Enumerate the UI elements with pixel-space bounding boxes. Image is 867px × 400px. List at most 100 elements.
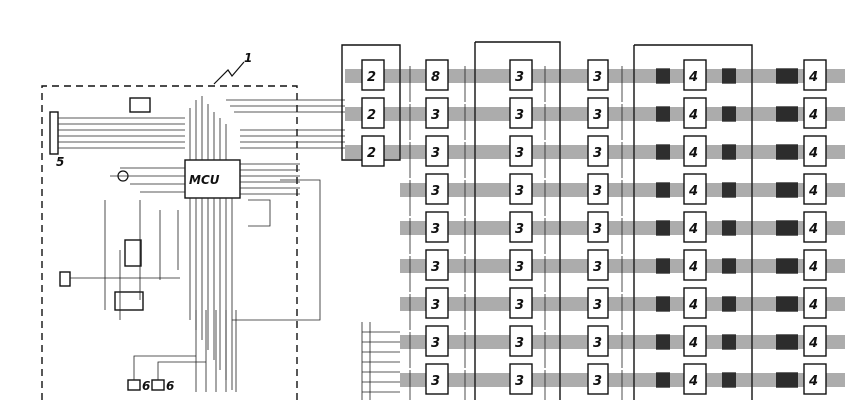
col-4b-module-1: 4	[803, 97, 827, 129]
row-feed-4	[409, 218, 623, 254]
col-3b-module-1: 3	[509, 97, 533, 129]
col-4a-label-1: 4	[688, 108, 698, 123]
aux-wiring	[70, 200, 180, 320]
crystal	[117, 170, 129, 182]
col-4b-label-3: 4	[808, 184, 818, 199]
row-bus-7	[400, 335, 845, 349]
row-feed-3	[409, 180, 623, 216]
col-2-module-0: 2	[361, 59, 385, 91]
controller-boundary	[41, 85, 298, 400]
col-2-module-2: 2	[361, 135, 385, 167]
col-3a-module-3: 3	[425, 173, 449, 205]
connector-5-lines	[58, 117, 185, 149]
col-3c-module-5: 3	[587, 249, 609, 281]
stripe-block-8-2	[776, 372, 798, 388]
row-feed-0	[409, 66, 623, 102]
col-3c-module-1: 3	[587, 97, 609, 129]
ref-5-label: 5	[56, 155, 64, 169]
col-4a-module-0: 4	[683, 59, 707, 91]
col-4b-module-8: 4	[803, 363, 827, 395]
col-4b-module-5: 4	[803, 249, 827, 281]
stripe-block-4-2	[776, 220, 798, 236]
ref-6a-label: 6	[142, 379, 150, 393]
row-feed-6	[409, 294, 623, 330]
stripe-block-3-2	[776, 182, 798, 198]
col-4a-module-6: 4	[683, 287, 707, 319]
col-3b-module-4: 3	[509, 211, 533, 243]
stripe-block-2-1	[722, 144, 736, 160]
col-3b-module-3: 3	[509, 173, 533, 205]
row-bus-3	[400, 183, 845, 197]
col-4a-module-3: 4	[683, 173, 707, 205]
col-3b-module-8: 3	[509, 363, 533, 395]
col-4a-module-4: 4	[683, 211, 707, 243]
col-3b-module-7: 3	[509, 325, 533, 357]
col-3a-label-5: 3	[431, 260, 440, 275]
col-3a-label-4: 3	[431, 222, 440, 237]
col-3a-module-8: 3	[425, 363, 449, 395]
mcu-label: MCU	[189, 173, 220, 187]
stripe-block-2-2	[776, 144, 798, 160]
col-3c-module-8: 3	[587, 363, 609, 395]
col-4b-label-5: 4	[808, 260, 818, 275]
col-4a-label-6: 4	[688, 298, 698, 313]
col-3b-label-2: 3	[515, 146, 524, 161]
row-bus-6	[400, 297, 845, 311]
connector-5	[49, 111, 59, 155]
col-2-module-1: 2	[361, 97, 385, 129]
col-4a-label-8: 4	[688, 374, 698, 389]
stripe-block-0-1	[722, 68, 736, 84]
col-4b-label-6: 4	[808, 298, 818, 313]
col-3b-module-0: 3	[509, 59, 533, 91]
output-6-wires	[133, 355, 206, 380]
module-array: 2228333333333333333333333333334444444444…	[345, 59, 845, 400]
stripe-block-0-0	[656, 68, 670, 84]
col-4b-label-0: 4	[808, 70, 818, 85]
col-4a-label-0: 4	[688, 70, 698, 85]
row-feed-5	[409, 256, 623, 292]
col-3a-label-7: 3	[431, 336, 440, 351]
col-4a-module-1: 4	[683, 97, 707, 129]
col-3c-label-7: 3	[593, 336, 602, 351]
col-3a-label-2: 3	[431, 146, 440, 161]
col-4a-label-3: 4	[688, 184, 698, 199]
col-3c-label-3: 3	[593, 184, 602, 199]
col-3a-label-8: 3	[431, 374, 440, 389]
col-4a-module-8: 4	[683, 363, 707, 395]
col-3a-label-1: 3	[431, 108, 440, 123]
col-4b-module-7: 4	[803, 325, 827, 357]
ref-1-label: 1	[244, 51, 252, 65]
col-3a-module-4: 3	[425, 211, 449, 243]
col-3b-label-8: 3	[515, 374, 524, 389]
col-4b-module-0: 4	[803, 59, 827, 91]
col-3c-label-0: 3	[593, 70, 602, 85]
row-bus-0	[400, 69, 845, 83]
col-3b-label-5: 3	[515, 260, 524, 275]
stripe-block-5-0	[656, 258, 670, 274]
col-4b-label-7: 4	[808, 336, 818, 351]
col-3a-module-1: 3	[425, 97, 449, 129]
stripe-block-3-1	[722, 182, 736, 198]
col-3a-module-5: 3	[425, 249, 449, 281]
group-e-outline	[633, 44, 753, 400]
col-3c-module-2: 3	[587, 135, 609, 167]
row-feed-2	[409, 142, 623, 178]
feedback-wire	[232, 179, 321, 321]
col-3c-module-7: 3	[587, 325, 609, 357]
ref-6b-label: 6	[166, 379, 174, 393]
col-4b-module-6: 4	[803, 287, 827, 319]
mcu-bus-lines	[226, 99, 345, 149]
component-low	[114, 291, 144, 311]
col-4b-label-2: 4	[808, 146, 818, 161]
stripe-block-7-2	[776, 334, 798, 350]
stripe-block-5-2	[776, 258, 798, 274]
row-bus-1	[400, 107, 845, 121]
stripe-block-4-0	[656, 220, 670, 236]
stripe-block-1-0	[656, 106, 670, 122]
col-3b-label-4: 3	[515, 222, 524, 237]
ref-1-leader	[213, 61, 245, 85]
col-3b-module-2: 3	[509, 135, 533, 167]
row-bus-2	[400, 145, 845, 159]
